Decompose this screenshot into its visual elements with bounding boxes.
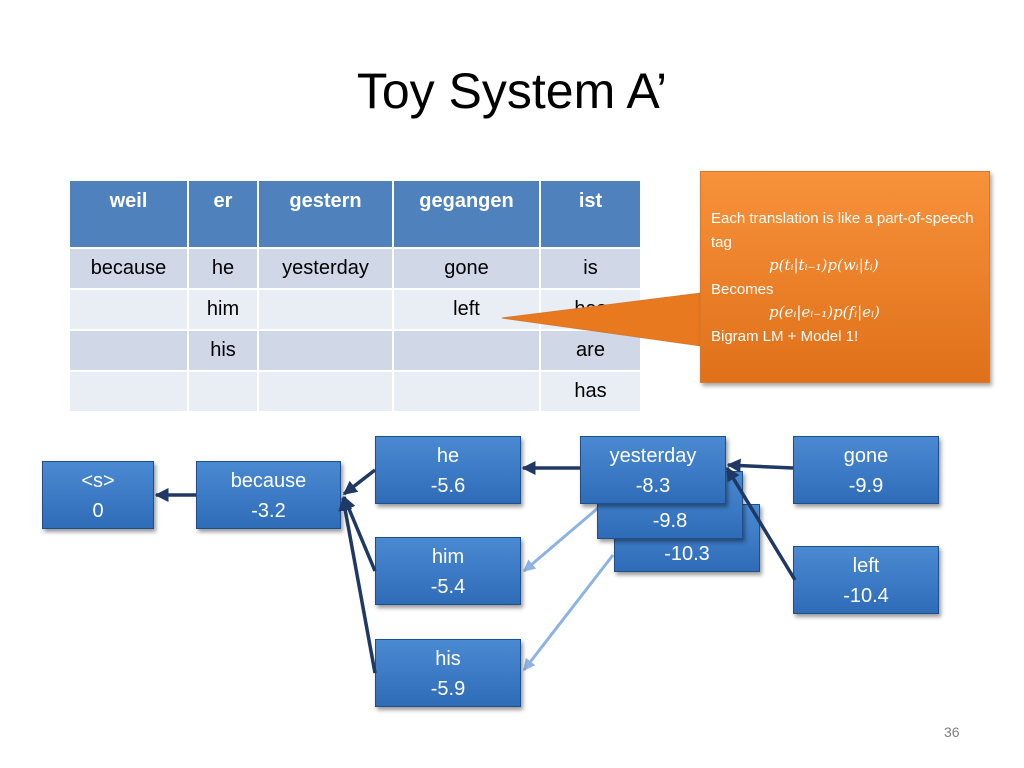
lattice-node-start: <s> 0 bbox=[42, 461, 154, 529]
table-header: weil bbox=[70, 181, 187, 247]
table-cell bbox=[259, 331, 392, 370]
translation-table: weil er gestern gegangen ist because he … bbox=[68, 179, 642, 413]
lattice-edge bbox=[725, 466, 797, 581]
node-word: he bbox=[436, 445, 460, 467]
table-header: gestern bbox=[259, 181, 392, 247]
lattice-edge bbox=[523, 506, 599, 573]
node-score: -10.4 bbox=[843, 585, 889, 607]
node-word: because bbox=[230, 470, 307, 492]
node-score: -8.3 bbox=[635, 475, 671, 497]
table-cell bbox=[259, 290, 392, 329]
callout-text: Becomes bbox=[711, 280, 774, 298]
node-score: -5.4 bbox=[430, 576, 466, 598]
lattice-edge bbox=[522, 554, 615, 671]
lattice-node-his: his -5.9 bbox=[375, 639, 521, 707]
lattice-node-he: he -5.6 bbox=[375, 436, 521, 504]
table-cell: left bbox=[394, 290, 539, 329]
lattice-node-yesterday: yesterday -8.3 bbox=[580, 436, 726, 504]
table-cell: has bbox=[541, 372, 640, 411]
table-cell bbox=[259, 372, 392, 411]
table-cell bbox=[70, 331, 187, 370]
callout-box: Each translation is like a part-of-speec… bbox=[700, 171, 990, 383]
callout-formula: p(eᵢ|eᵢ₋₁)p(fᵢ|eᵢ) bbox=[769, 303, 880, 321]
table-cell bbox=[189, 372, 257, 411]
lattice-edge bbox=[342, 468, 377, 496]
table-cell: gone bbox=[394, 249, 539, 288]
table-cell bbox=[394, 331, 539, 370]
callout-text: Each translation is like a part-of-speec… bbox=[711, 210, 974, 251]
table-cell: yesterday bbox=[259, 249, 392, 288]
table-cell: because bbox=[70, 249, 187, 288]
node-score: -10.3 bbox=[664, 543, 710, 565]
lattice-node-him: him -5.4 bbox=[375, 537, 521, 605]
table-row: him left has bbox=[70, 290, 640, 329]
table-cell bbox=[70, 372, 187, 411]
lattice-node-left: left -10.4 bbox=[793, 546, 939, 614]
table-header: gegangen bbox=[394, 181, 539, 247]
page-number: 36 bbox=[944, 724, 960, 740]
node-word: gone bbox=[843, 445, 889, 467]
lattice-node-gone: gone -9.9 bbox=[793, 436, 939, 504]
node-score: 0 bbox=[92, 500, 104, 522]
node-word: <s> bbox=[81, 470, 115, 492]
lattice-edge bbox=[338, 496, 377, 674]
node-word: left bbox=[852, 555, 880, 577]
node-score: -5.6 bbox=[430, 475, 466, 497]
node-word: him bbox=[431, 546, 465, 568]
table-header: ist bbox=[541, 181, 640, 247]
node-score: -9.9 bbox=[848, 475, 884, 497]
node-score: -5.9 bbox=[430, 678, 466, 700]
node-word: yesterday bbox=[609, 445, 697, 467]
lattice-edge bbox=[726, 458, 794, 473]
callout-formula: p(tᵢ|tᵢ₋₁)p(wᵢ|tᵢ) bbox=[769, 256, 879, 274]
table-row: has bbox=[70, 372, 640, 411]
node-score: -3.2 bbox=[251, 500, 286, 522]
table-header: er bbox=[189, 181, 257, 247]
table-cell: are bbox=[541, 331, 640, 370]
table-cell bbox=[70, 290, 187, 329]
table-cell: he bbox=[189, 249, 257, 288]
node-word: his bbox=[435, 648, 461, 670]
table-cell: his bbox=[189, 331, 257, 370]
slide-title: Toy System A’ bbox=[356, 63, 668, 119]
table-cell bbox=[394, 372, 539, 411]
callout-text: Bigram LM + Model 1! bbox=[711, 327, 859, 345]
node-score: -9.8 bbox=[652, 510, 688, 532]
table-row: his are bbox=[70, 331, 640, 370]
lattice-node-because: because -3.2 bbox=[196, 461, 341, 529]
table-row: because he yesterday gone is bbox=[70, 249, 640, 288]
table-cell: him bbox=[189, 290, 257, 329]
table-header-row: weil er gestern gegangen ist bbox=[70, 181, 640, 247]
table-cell: is bbox=[541, 249, 640, 288]
